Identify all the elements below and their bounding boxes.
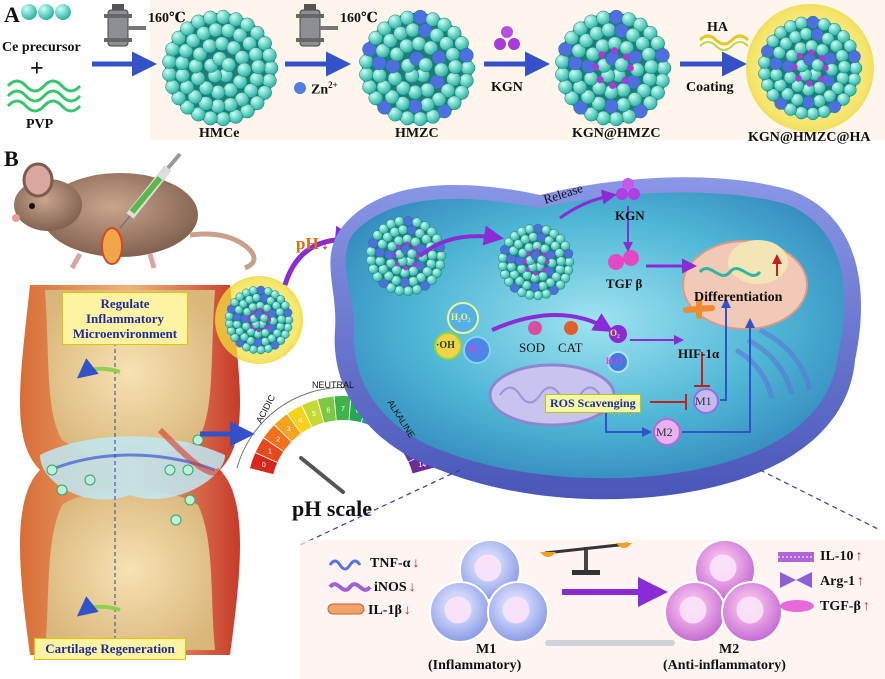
cartilage-regeneration-box: Cartilage Regeneration	[34, 638, 186, 660]
syringe-icon	[119, 152, 182, 229]
svg-text:14: 14	[418, 462, 426, 469]
hmzc-label: HMZC	[395, 126, 439, 141]
arg-1-icon	[780, 572, 812, 588]
panel-a-letter: A	[4, 2, 20, 27]
ce-precursor-spheres	[21, 4, 71, 20]
cat-enzyme-icon	[564, 321, 578, 335]
il-1beta-icon	[327, 603, 365, 615]
hmce-nanoparticle	[162, 9, 279, 127]
sod-enzyme-icon	[528, 321, 542, 335]
er-golgi	[734, 327, 813, 399]
superoxide-label: ·O₂⁻	[466, 344, 484, 354]
neutral-label: NEUTRAL	[312, 380, 355, 390]
sod-label: SOD	[519, 340, 546, 355]
m2-cell-label: M2	[656, 425, 673, 439]
il-1beta-label: IL-1β	[368, 603, 411, 619]
mouse-illustration	[12, 162, 257, 271]
superoxide-bubble	[463, 336, 491, 364]
tgf-beta-icon	[608, 250, 639, 270]
tgf-beta-marker-icon	[780, 600, 814, 612]
m1-macrophage-cluster	[429, 539, 549, 643]
cell-nanoparticles	[366, 215, 575, 301]
oh-radical-bubble	[434, 332, 462, 360]
svg-text:3: 3	[287, 426, 291, 433]
m1-title: M1	[476, 642, 497, 657]
temp-label-2: 160℃	[340, 11, 378, 26]
tnf-alpha-icon	[328, 559, 362, 571]
kgn-hmzc-ha-nanoparticle	[758, 15, 863, 121]
regulate-box: Regulate Inflammatory Microenvironment	[62, 292, 188, 345]
svg-text:7: 7	[341, 406, 345, 413]
balance-scale-icon	[540, 542, 632, 575]
kgn-reagent-label: KGN	[491, 80, 523, 95]
hif-label: HIF-1α	[678, 346, 720, 361]
hif-protein-icon	[683, 299, 715, 319]
final-product-label: KGN@HMZC@HA	[748, 130, 871, 145]
hmzc-nanoparticle	[359, 9, 476, 127]
pvp-label: PVP	[26, 117, 54, 132]
ha-label: HA	[707, 20, 728, 35]
zn-ion-icon	[294, 82, 306, 94]
ros-scavenging-box: ROS Scavenging	[545, 394, 641, 413]
svg-text:0: 0	[262, 462, 266, 469]
ros-conversion-arrow	[491, 313, 614, 333]
m2-marker-circle	[653, 418, 681, 446]
kgn-cluster-icon	[616, 178, 640, 200]
svg-text:6: 6	[326, 407, 330, 414]
regeneration-arrow	[76, 596, 121, 617]
m1-description: (Inflammatory)	[428, 658, 522, 673]
h2o2-label: H₂O₂	[451, 312, 471, 322]
m2-description: (Anti-inflammatory)	[663, 658, 786, 673]
tnf-alpha-label: TNF-α	[370, 556, 419, 572]
hmce-label: HMCe	[199, 126, 240, 141]
temp-label-1: 160℃	[148, 11, 186, 26]
svg-text:2: 2	[276, 437, 280, 444]
ce-precursor-label: Ce precursor	[2, 40, 81, 55]
h2o2-bubble	[447, 302, 479, 334]
m1-cell-label: M1	[695, 394, 712, 408]
dna-helix-icon	[698, 267, 762, 277]
release-arrow	[559, 189, 617, 220]
kgn-hmzc-nanoparticle	[555, 9, 672, 127]
il-10-icon	[778, 552, 814, 562]
m2-title: M2	[719, 642, 740, 657]
kgn-hmzc-label: KGN@HMZC	[572, 126, 661, 141]
ph-drop-label: pH	[296, 234, 329, 254]
tgf-beta-marker-label: TGF-β	[820, 599, 870, 615]
differentiation-label: Differentiation	[694, 290, 783, 305]
svg-text:5: 5	[312, 411, 316, 418]
kgn-molecule-icon	[494, 26, 520, 50]
h2o-label: H₂O	[606, 356, 623, 366]
autoclave-icon-2	[296, 4, 338, 47]
ha-chain-icon	[698, 34, 750, 46]
panel-b-letter: B	[4, 146, 19, 171]
inos-icon	[328, 582, 372, 592]
h2o-bubble	[607, 351, 629, 373]
m1-marker-circle	[693, 388, 719, 414]
pvp-chains-icon	[6, 79, 82, 113]
tgf-beta-label: TGF β	[606, 276, 643, 291]
regulate-arrow	[76, 358, 121, 379]
cat-label: CAT	[558, 340, 583, 355]
o2-bubble	[609, 325, 627, 343]
oh-label: ·OH	[436, 340, 455, 351]
plus-sign: +	[30, 56, 44, 82]
joint-nanoparticles	[46, 434, 204, 526]
svg-text:4: 4	[299, 417, 303, 424]
o2-label: O₂	[610, 328, 620, 338]
svg-text:1: 1	[268, 449, 272, 456]
inos-label: iNOS	[374, 580, 416, 596]
m2-macrophage-cluster	[664, 539, 783, 643]
il-10-label: IL-10	[820, 549, 862, 565]
coated-nanoparticle-core	[224, 285, 294, 355]
autoclave-icon-1	[104, 4, 146, 47]
ph-scale-title: pH scale	[292, 496, 373, 521]
coating-label: Coating	[686, 80, 734, 95]
arg-1-label: Arg-1	[820, 574, 864, 590]
zn-label: Zn2+	[311, 80, 338, 98]
cell-kgn-label: KGN	[615, 208, 645, 223]
